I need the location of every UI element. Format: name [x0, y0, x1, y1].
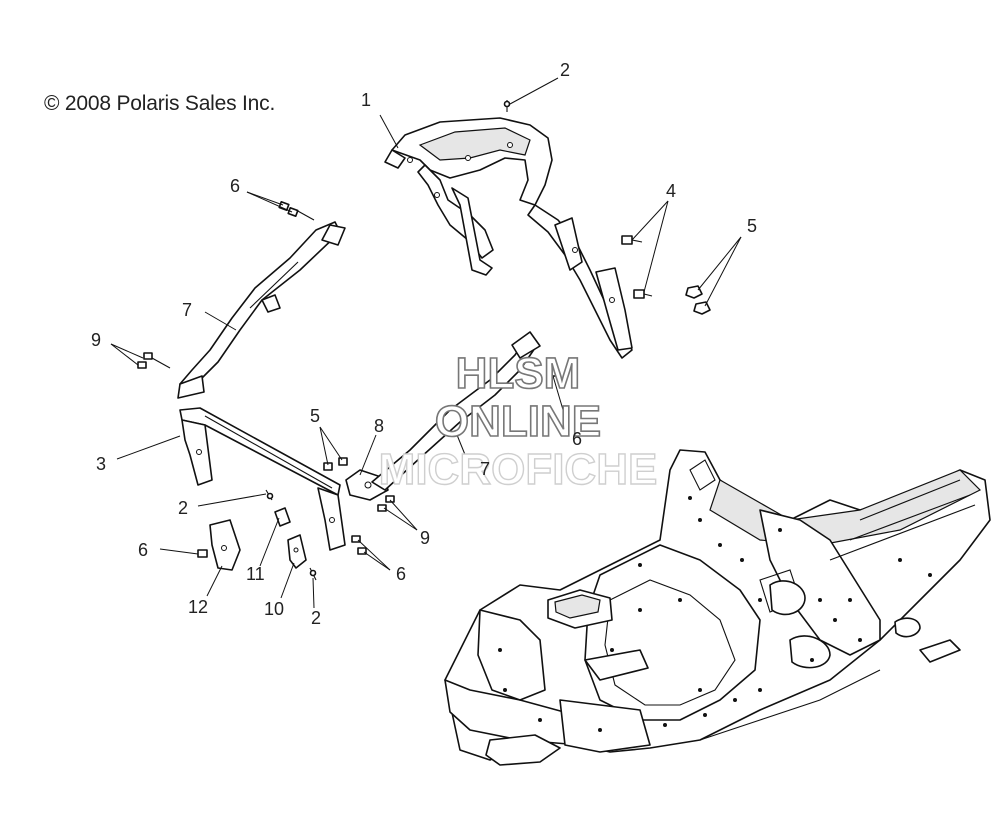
- part-upper-support: [384, 117, 633, 359]
- callout-2-middle: 2: [178, 498, 188, 518]
- pin-2-mid: [265, 489, 274, 501]
- part-strut-left: [177, 221, 346, 399]
- watermark-line-2: ONLINE: [435, 397, 601, 446]
- bolts-9-left: [137, 352, 171, 369]
- callout-6-upper-left: 6: [230, 176, 240, 196]
- part-11-clip: [274, 507, 291, 527]
- callout-4: 4: [666, 181, 676, 201]
- callout-6-left: 6: [138, 540, 148, 560]
- leader-lines: [110, 77, 742, 609]
- callout-3: 3: [96, 454, 106, 474]
- bolt-6-left: [197, 549, 208, 558]
- part-10-plate: [287, 534, 307, 569]
- callout-6-lower: 6: [396, 564, 406, 584]
- callout-6-right: 6: [572, 429, 582, 449]
- callout-9-middle: 9: [420, 528, 430, 548]
- chassis-frame: [444, 449, 991, 766]
- callout-2-top: 2: [560, 60, 570, 80]
- callout-labels: 1 2 6 4 5 7 9 3 5 8 6 7 2 6 11 9 12 10 6…: [91, 60, 757, 628]
- bolt-6-right: [547, 367, 557, 377]
- part-strut-right: [371, 331, 541, 491]
- nuts-5-right: [685, 285, 711, 315]
- callout-7-left: 7: [182, 300, 192, 320]
- callout-1: 1: [361, 90, 371, 110]
- callout-11: 11: [246, 564, 265, 584]
- bolts-6-upper: [278, 201, 315, 221]
- callout-8: 8: [374, 416, 384, 436]
- callout-10: 10: [264, 599, 284, 619]
- callout-5-middle: 5: [310, 406, 320, 426]
- bolts-6-lower: [351, 535, 367, 555]
- bolts-9-middle: [377, 495, 395, 512]
- callout-2-lower: 2: [311, 608, 321, 628]
- watermark: HLSM ONLINE MICROFICHE: [378, 348, 658, 495]
- part-crossbar: [179, 407, 346, 551]
- callout-5-right: 5: [747, 216, 757, 236]
- callout-7-right: 7: [480, 459, 490, 479]
- bolts-4-right: [621, 235, 653, 299]
- watermark-line-3: MICROFICHE: [379, 445, 658, 494]
- pin-top: [503, 100, 511, 112]
- part-12-bracket: [209, 519, 241, 571]
- callout-12: 12: [188, 597, 208, 617]
- callout-9-left: 9: [91, 330, 101, 350]
- pin-2-lower: [309, 567, 317, 581]
- copyright-notice: © 2008 Polaris Sales Inc.: [44, 92, 276, 115]
- watermark-line-1: HLSM: [456, 349, 581, 398]
